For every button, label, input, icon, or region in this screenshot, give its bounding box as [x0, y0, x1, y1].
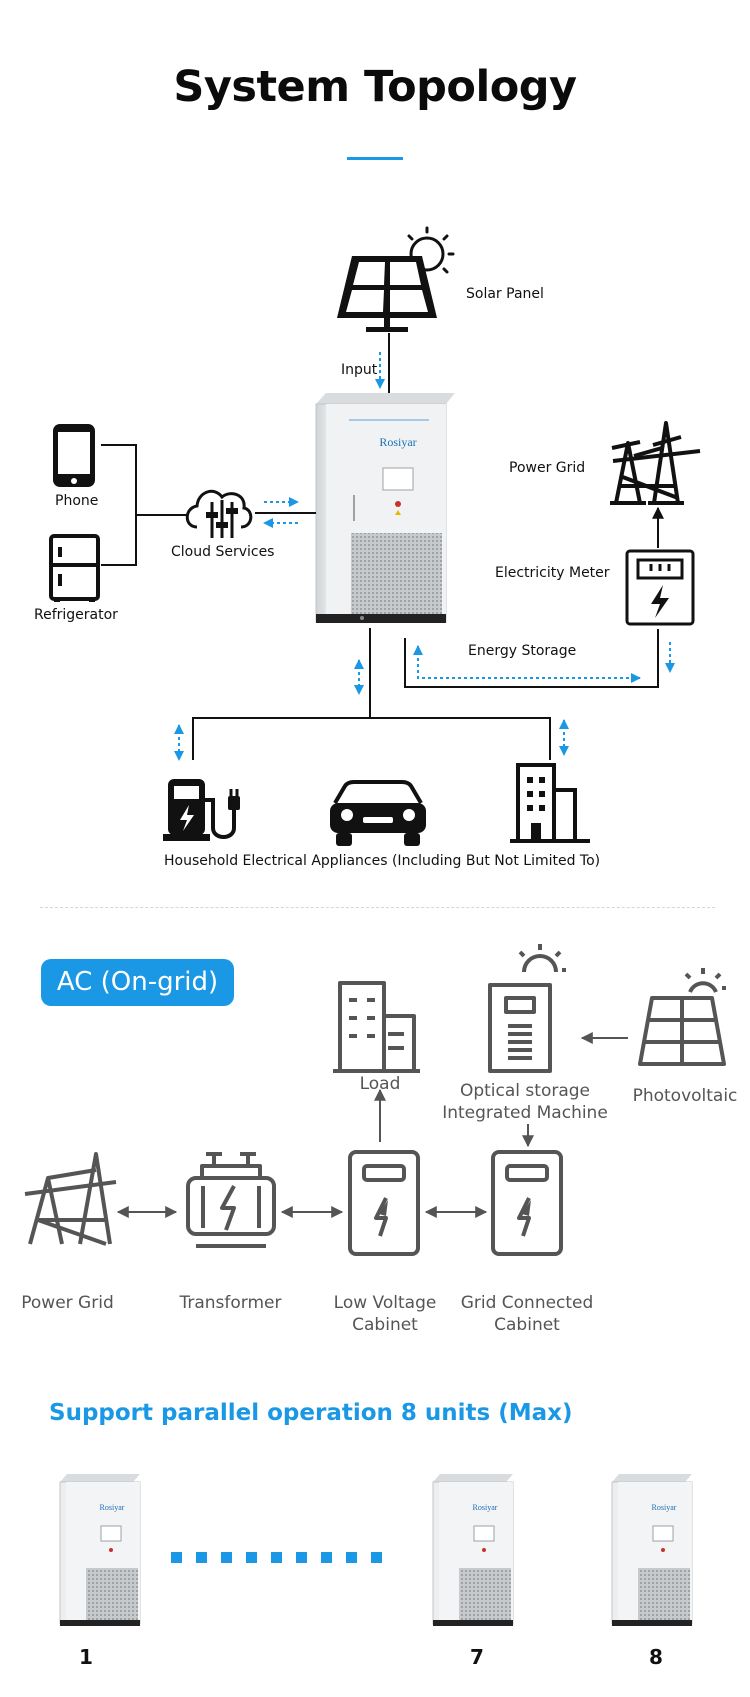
ac-on-grid-badge: AC (On-grid) [41, 959, 234, 1006]
photovoltaic-label: Photovoltaic [632, 1086, 738, 1106]
low-voltage-cabinet-icon [348, 1150, 420, 1256]
cabinet-unit-1: Rosiyar [59, 1474, 141, 1626]
power-grid-icon [610, 421, 701, 505]
optical-storage-label-line1: Optical storage [459, 1081, 591, 1101]
unit-number-8: 8 [649, 1645, 663, 1669]
building-icon [510, 763, 590, 843]
refrigerator-icon [49, 534, 100, 602]
energy-storage-label: Energy Storage [468, 643, 577, 659]
car-icon [330, 780, 426, 846]
energy-storage-cabinet: Rosiyar [315, 393, 455, 623]
ev-charger-icon [163, 779, 240, 841]
ellipsis-dots [171, 1552, 382, 1563]
grid-connected-cabinet-icon [491, 1150, 563, 1256]
solar-panel-label: Solar Panel [466, 286, 544, 302]
parallel-operation-title: Support parallel operation 8 units (Max) [49, 1400, 573, 1426]
page-title: System Topology [173, 62, 577, 112]
grid-connected-cabinet-label-line1: Grid Connected [460, 1293, 594, 1313]
power-grid-label: Power Grid [509, 460, 586, 476]
ac-on-grid-diagram [24, 944, 726, 1256]
input-label: Input [341, 362, 378, 378]
transformer-label: Transformer [179, 1293, 282, 1313]
phone-label: Phone [55, 493, 99, 509]
optical-storage-machine-icon [488, 944, 566, 1073]
load-building-icon [333, 981, 420, 1073]
unit-brand: Rosiyar [100, 1503, 125, 1512]
parallel-units-diagram: Rosiyar Rosiyar Rosiyar [59, 1474, 693, 1626]
load-label: Load [359, 1074, 401, 1094]
ac-power-grid-icon [24, 1152, 117, 1246]
section-divider [40, 907, 715, 908]
household-appliances-label: Household Electrical Appliances (Includi… [164, 853, 601, 869]
unit-brand: Rosiyar [473, 1503, 498, 1512]
unit-brand: Rosiyar [652, 1503, 677, 1512]
title-underline [347, 157, 403, 160]
phone-icon [53, 424, 95, 487]
cabinet-unit-7: Rosiyar [432, 1474, 514, 1626]
optical-storage-label-line2: Integrated Machine [442, 1103, 608, 1123]
cabinet-unit-8: Rosiyar [611, 1474, 693, 1626]
ac-power-grid-label: Power Grid [21, 1293, 114, 1313]
cloud-services-label: Cloud Services [171, 544, 275, 560]
transformer-icon [186, 1152, 276, 1248]
unit-number-1: 1 [79, 1645, 93, 1669]
refrigerator-label: Refrigerator [34, 607, 118, 623]
unit-number-7: 7 [470, 1645, 484, 1669]
system-topology-diagram: Rosiyar [49, 226, 701, 846]
photovoltaic-icon [638, 968, 726, 1066]
low-voltage-cabinet-label-line1: Low Voltage [333, 1293, 437, 1313]
cloud-services-icon [185, 489, 253, 538]
low-voltage-cabinet-label-line2: Cabinet [352, 1315, 418, 1335]
electricity-meter-label: Electricity Meter [495, 565, 610, 581]
electricity-meter-icon [625, 549, 695, 626]
solar-panel-icon [337, 226, 455, 332]
cabinet-brand-label: Rosiyar [379, 435, 416, 449]
grid-connected-cabinet-label-line2: Cabinet [494, 1315, 560, 1335]
